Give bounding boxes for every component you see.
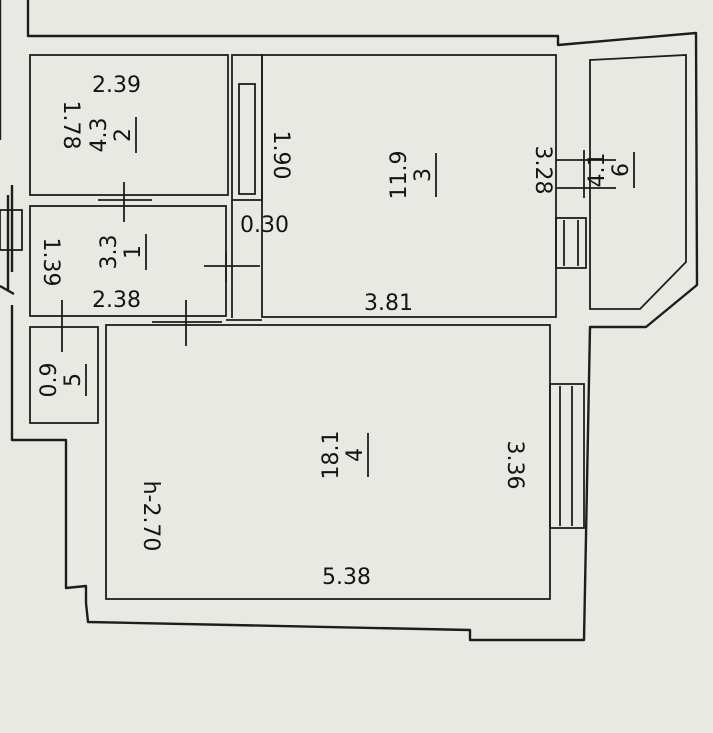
dim-room-2-width: 2.39 — [92, 73, 141, 98]
dim-room-4-width: 5.38 — [322, 565, 371, 590]
dim-room-2-depth: 1.78 — [58, 101, 83, 150]
room-3-label: 3 11.9 — [387, 151, 437, 200]
room-5-number: 5 — [61, 373, 86, 387]
room-2-outline — [29, 54, 229, 196]
room-5-label: 5 0.9 — [37, 363, 87, 398]
room-2-number: 2 — [111, 128, 136, 142]
dim-room-3-depth: 3.28 — [530, 146, 555, 195]
room-6-number: 6 — [609, 163, 634, 177]
room-5-outline — [29, 326, 99, 424]
room-6-outline — [589, 54, 687, 310]
room-4-number: 4 — [343, 448, 368, 462]
dim-room-4-depth: 3.36 — [502, 441, 527, 490]
windows — [0, 209, 587, 529]
partition-block — [231, 54, 263, 201]
dim-wall-thickness: 0.30 — [240, 213, 289, 238]
room-2-label: 2 4.3 — [87, 117, 137, 153]
room-6-area: 4.1 — [585, 153, 610, 188]
room-1-label: 1 3.3 — [97, 234, 147, 270]
dim-partition: 1.90 — [268, 131, 293, 180]
window-room-3 — [555, 217, 587, 269]
room-2-area: 4.3 — [87, 118, 112, 153]
window-room-4 — [549, 383, 585, 529]
room-3-outline — [261, 54, 557, 318]
inner-walls — [29, 54, 687, 600]
room-4-label: 4 18.1 — [319, 431, 369, 480]
room-6-label: 6 4.1 — [585, 152, 635, 188]
room-1-area: 3.3 — [97, 235, 122, 270]
ceiling-height: h-2.70 — [138, 481, 163, 552]
room-3-number: 3 — [411, 168, 436, 182]
door-ticks — [61, 150, 616, 352]
window-left — [0, 209, 23, 251]
room-5-area: 0.9 — [37, 363, 62, 398]
room-4-area: 18.1 — [319, 431, 344, 480]
dim-room-3-width: 3.81 — [364, 291, 413, 316]
ventilation-shaft — [238, 83, 256, 195]
dim-room-1-depth: 1.39 — [38, 238, 63, 287]
dim-room-1-width: 2.38 — [92, 288, 141, 313]
room-1-number: 1 — [121, 245, 146, 259]
room-3-area: 11.9 — [387, 151, 412, 200]
